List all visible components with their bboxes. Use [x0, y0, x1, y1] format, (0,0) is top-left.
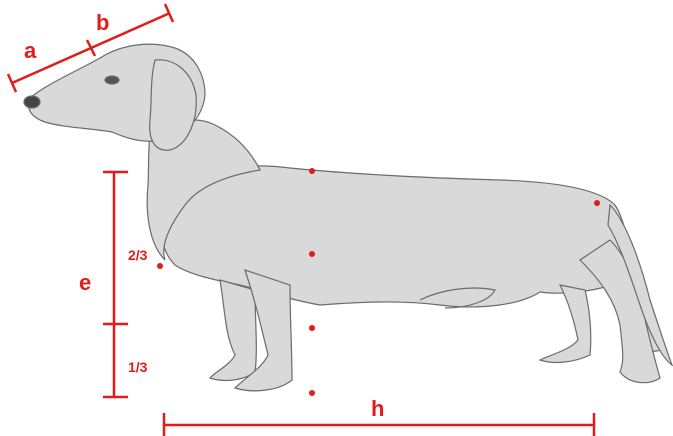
dog-nose [24, 96, 40, 108]
ref-dot-ground [309, 390, 315, 396]
dog-front-leg-far [210, 280, 256, 380]
label-e: e [79, 270, 91, 295]
ref-dot-chest-mid [309, 251, 315, 257]
label-a: a [24, 38, 37, 63]
label-b: b [96, 10, 109, 35]
label-upper-fraction: 2/3 [128, 247, 148, 263]
dog-illustration [24, 44, 672, 391]
ref-dot-chest-bottom [309, 325, 315, 331]
ref-dot-hip [594, 200, 600, 206]
label-lower-fraction: 1/3 [128, 359, 148, 375]
label-h: h [371, 396, 384, 421]
ref-dot-sternum [157, 263, 163, 269]
dog-eye [105, 76, 119, 84]
tick-b-end [165, 4, 173, 22]
ref-dot-withers [309, 168, 315, 174]
dog-hind-leg-far [540, 285, 591, 362]
